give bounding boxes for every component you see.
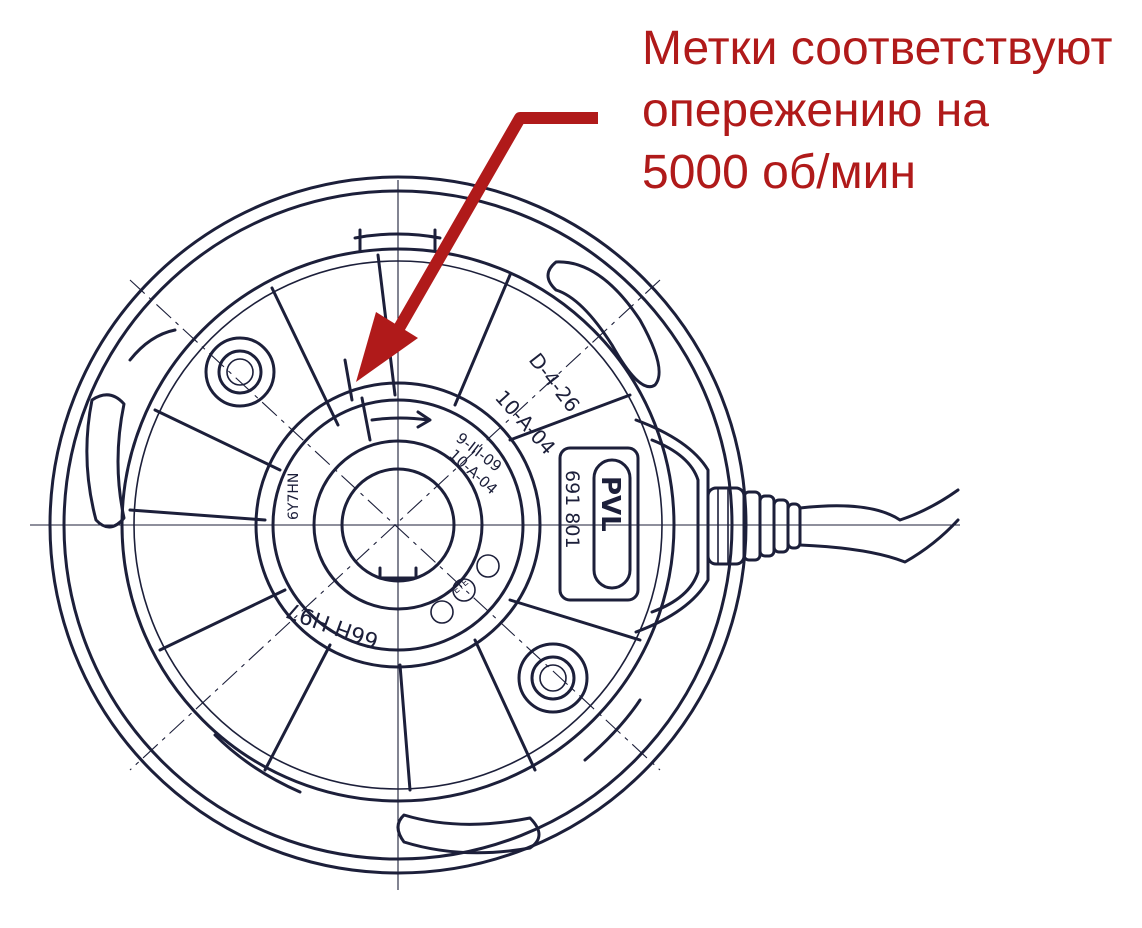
rotor-rims xyxy=(48,175,748,875)
stamp-circle xyxy=(476,554,500,578)
ring-pockets xyxy=(85,228,661,855)
spoke xyxy=(263,643,332,772)
arrow-shaft xyxy=(392,112,598,333)
cable-assembly xyxy=(634,418,960,634)
hub-bore xyxy=(340,467,456,583)
callout-line-3: 5000 об/мин xyxy=(642,146,916,199)
stamp-circle xyxy=(430,600,454,624)
outer-rim xyxy=(48,175,748,875)
rotor-spokes xyxy=(128,253,642,792)
inner-rim xyxy=(120,247,676,803)
stamp-circle xyxy=(452,578,476,602)
spoke xyxy=(398,663,412,792)
boss-lower-right-hole xyxy=(530,655,576,701)
boss-upper-left-hole xyxy=(217,349,263,395)
hub-bottom-code: 66H H97 xyxy=(283,597,382,653)
brand-plate-frame xyxy=(558,446,640,602)
pocket-upper-right xyxy=(546,260,661,388)
pocket-bottom-right xyxy=(583,698,642,762)
spoke xyxy=(128,508,267,522)
annotation-arrow xyxy=(356,112,598,382)
brand-logo-text: PVL xyxy=(595,476,625,532)
spoke xyxy=(158,588,287,652)
grommet-inner xyxy=(650,438,700,614)
center-lines xyxy=(30,180,960,890)
label-10a: 10-A-04 xyxy=(490,385,560,459)
cable-rib xyxy=(758,494,776,558)
pocket-left-top xyxy=(128,328,177,362)
brand-plate: PVL 691 801 xyxy=(558,446,640,602)
pocket-bottom-left xyxy=(213,733,302,794)
cable-rib xyxy=(772,498,790,554)
spoke xyxy=(473,638,537,772)
pocket-left xyxy=(85,393,126,529)
outer-rim-inner xyxy=(62,189,734,861)
timing-mark-outer xyxy=(343,358,354,402)
boss-lower-right xyxy=(517,642,589,714)
timing-marks xyxy=(343,358,432,442)
mounting-bosses xyxy=(204,336,589,714)
hub-ring xyxy=(271,398,525,652)
callout-line-1: Метки соответствуют xyxy=(642,22,1113,75)
bore-keyway xyxy=(378,566,418,580)
hub-left-code: 6Y7HN xyxy=(286,473,302,520)
spoke xyxy=(508,598,642,642)
boss-upper-left-core xyxy=(226,358,254,386)
boss-upper-left xyxy=(204,336,276,408)
spoke xyxy=(453,273,512,407)
callout-line-2: опережению на xyxy=(642,84,989,137)
diagonal-axis-2 xyxy=(129,279,661,771)
stamped-markings: D-4-26 10-A-04 9-III-09 10-A-04 66H H97 … xyxy=(283,348,585,653)
hub-stamps: ЕТЕ xyxy=(430,554,500,624)
spoke xyxy=(508,393,632,442)
part-number: 691 801 xyxy=(561,470,583,549)
hub-collar xyxy=(312,439,484,611)
spoke xyxy=(153,408,282,472)
pocket-top-ends xyxy=(358,228,437,252)
pocket-bottom xyxy=(396,813,541,855)
rotor-hub xyxy=(254,381,542,669)
arrow-head xyxy=(356,312,418,382)
brand-oval xyxy=(592,458,632,590)
cable-upper xyxy=(798,488,960,522)
spoke xyxy=(270,286,340,427)
pocket-top xyxy=(353,232,442,240)
cable-rib xyxy=(786,502,802,550)
rotation-arrow-head xyxy=(416,410,432,429)
callout-text: Метки соответствуют опережению на 5000 о… xyxy=(642,22,1113,199)
rotation-arrow-shaft xyxy=(370,416,430,422)
cable-boot xyxy=(706,486,746,566)
boss-lower-right-core xyxy=(539,664,567,692)
cable-lower xyxy=(798,518,960,564)
inner-rim-edge xyxy=(133,260,663,790)
hub-outer xyxy=(254,381,542,669)
timing-mark-inner xyxy=(360,396,372,442)
